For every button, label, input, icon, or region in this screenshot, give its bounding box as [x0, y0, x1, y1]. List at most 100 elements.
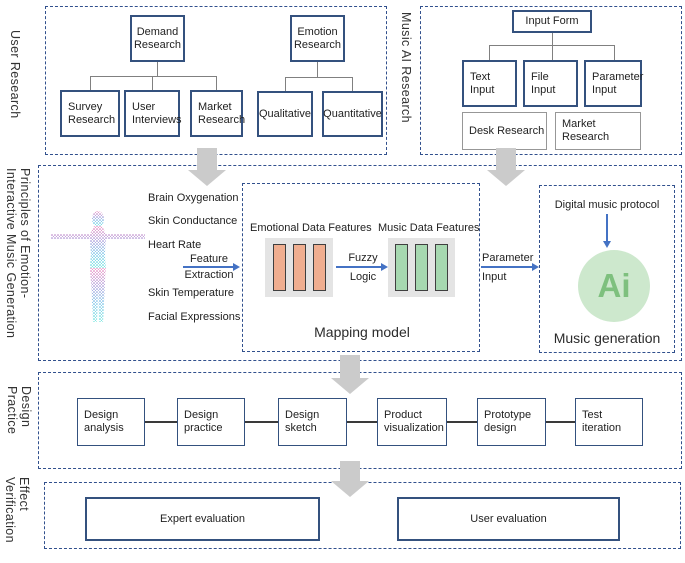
survey-research-text: Survey Research	[68, 100, 116, 126]
music-feature-bars	[388, 238, 455, 297]
connector	[489, 45, 490, 60]
user-research-label-text: User Research	[8, 30, 22, 119]
quantitative-box: Quantitative	[322, 91, 383, 137]
emotion-research-box: Emotion Research	[290, 15, 345, 62]
music-data-features-label: Music Data Features	[378, 222, 480, 234]
qualitative-box: Qualitative	[257, 91, 313, 137]
biometric-label: Heart Rate	[148, 239, 202, 251]
feature-bar	[312, 244, 326, 291]
down-arrow-icon	[496, 148, 516, 170]
design-sketch-text: Design sketch	[285, 409, 320, 434]
input-form-box: Input Form	[512, 10, 592, 33]
protocol-arrowhead-icon	[602, 241, 611, 248]
user-evaluation-box: User evaluation	[397, 497, 620, 541]
feature-extraction-arrowhead-icon	[233, 262, 240, 271]
biometric-label: Brain Oxygenation	[148, 192, 239, 204]
market-research-box: Market Research	[190, 90, 246, 137]
expert-evaluation-box: Expert evaluation	[85, 497, 320, 541]
connector	[157, 62, 158, 76]
music-ai-label-text: Music AI Research	[399, 12, 413, 124]
design-practice-box: Design practice	[177, 398, 245, 446]
connector	[352, 77, 353, 91]
desk-research-text: Desk Research	[469, 124, 545, 137]
feature-bar	[415, 244, 428, 291]
desk-research-box: Desk Research	[462, 112, 547, 150]
down-arrow-icon	[197, 148, 217, 170]
product-visualization-box: Product visualization	[377, 398, 447, 446]
principles-section-frame	[38, 165, 682, 361]
parameter-input-arrowhead-icon	[532, 262, 539, 271]
ai-icon: Ai	[578, 250, 650, 322]
effect-label-line1: Effect	[17, 477, 31, 512]
market-research-text: Market Research	[198, 100, 246, 126]
music-generation-title: Music generation	[553, 330, 661, 346]
design-label-line1: Design	[19, 386, 33, 428]
design-label-line2: Practice	[5, 386, 19, 435]
connector	[90, 76, 217, 77]
emotional-data-features-label: Emotional Data Features	[250, 222, 372, 234]
connector	[285, 77, 286, 91]
quantitative-text: Quantitative	[323, 107, 382, 120]
design-practice-label: Design Practice	[5, 386, 33, 466]
principles-label-line2: Interactive Music Generation	[4, 168, 18, 339]
flow-connector	[546, 421, 575, 423]
parameter-input-arrow	[481, 266, 532, 268]
design-analysis-text: Design analysis	[84, 409, 124, 434]
connector	[285, 77, 353, 78]
flow-connector	[347, 421, 377, 423]
qualitative-text: Qualitative	[259, 107, 311, 120]
design-sketch-box: Design sketch	[278, 398, 347, 446]
expert-evaluation-text: Expert evaluation	[160, 512, 245, 525]
product-visualization-text: Product visualization	[384, 409, 444, 434]
mapping-model-frame	[242, 183, 480, 352]
feature-bar	[435, 244, 448, 291]
mapping-model-title: Mapping model	[314, 324, 410, 340]
user-interviews-box: User Interviews	[124, 90, 182, 137]
down-arrow-icon	[331, 481, 369, 497]
music-generation-frame	[539, 185, 675, 353]
emotional-feature-bars	[265, 238, 333, 297]
file-input-text: File Input	[531, 70, 556, 96]
feature-extraction-label-line1: Feature	[190, 253, 228, 265]
feature-extraction-label-line2: Extraction	[184, 269, 234, 281]
digital-music-protocol-label: Digital music protocol	[554, 199, 660, 211]
biometric-label: Skin Temperature	[148, 287, 235, 299]
connector	[552, 45, 553, 60]
effect-verification-label: Effect Verification	[3, 477, 31, 559]
emotion-research-text: Emotion Research	[293, 25, 342, 51]
biometric-label: Facial Expressions	[148, 311, 241, 323]
prototype-design-box: Prototype design	[477, 398, 546, 446]
biometric-label: Skin Conductance	[148, 215, 238, 227]
text-input-text: Text Input	[470, 70, 495, 96]
flow-connector	[447, 421, 477, 423]
feature-bar	[292, 244, 306, 291]
design-practice-section-frame	[38, 372, 682, 469]
demand-research-text: Demand Research	[133, 25, 182, 51]
test-iteration-box: Test iteration	[575, 398, 643, 446]
music-ai-label: Music AI Research	[399, 12, 413, 152]
parameter-input-text: Parameter Input	[592, 70, 644, 96]
market-research-2-box: Market Research	[555, 112, 641, 150]
protocol-arrow	[606, 214, 608, 241]
prototype-design-text: Prototype design	[484, 409, 532, 434]
connector	[90, 76, 91, 90]
down-arrow-icon	[340, 355, 360, 378]
survey-research-box: Survey Research	[60, 90, 120, 137]
fuzzy-logic-label-line2: Logic	[349, 271, 377, 283]
down-arrow-icon	[188, 170, 226, 186]
user-research-label: User Research	[8, 30, 22, 150]
input-form-text: Input Form	[525, 15, 579, 27]
flow-connector	[245, 421, 278, 423]
feature-extraction-arrow	[183, 266, 233, 268]
fuzzy-logic-label-line1: Fuzzy	[348, 252, 378, 264]
connector	[552, 33, 553, 45]
connector	[317, 62, 318, 77]
design-practice-text: Design practice	[184, 409, 223, 434]
connector	[614, 45, 615, 60]
effect-label-line2: Verification	[3, 477, 17, 543]
feature-bar	[395, 244, 408, 291]
demand-research-box: Demand Research	[130, 15, 185, 62]
down-arrow-icon	[487, 170, 525, 186]
design-analysis-box: Design analysis	[77, 398, 145, 446]
parameter-label-line2: Input	[482, 271, 507, 283]
